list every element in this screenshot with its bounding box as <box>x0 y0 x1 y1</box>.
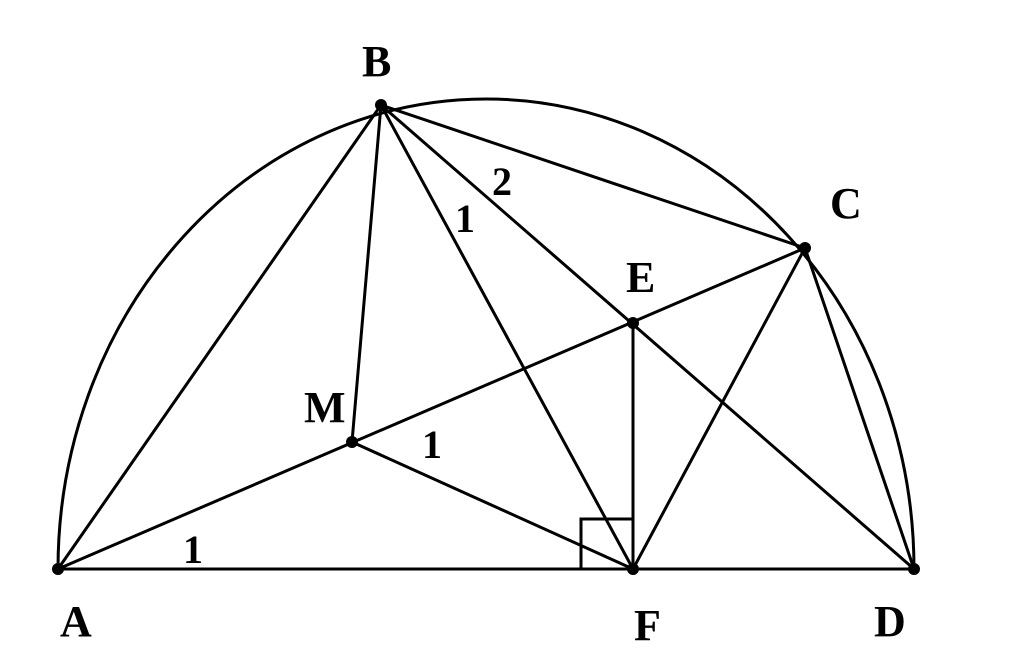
segment-AC <box>56 246 807 571</box>
label-C: C <box>830 179 862 228</box>
point-M <box>346 436 358 448</box>
angle-label-A: 1 <box>183 527 203 572</box>
point-C <box>799 242 811 254</box>
segment-AB <box>56 103 383 571</box>
point-F <box>627 563 639 575</box>
segment-MF <box>350 440 635 571</box>
label-D: D <box>874 597 906 646</box>
label-M: M <box>304 383 346 432</box>
point-E <box>627 317 639 329</box>
segment-CD <box>803 246 916 571</box>
label-F: F <box>634 601 661 650</box>
angle-label-M: 1 <box>422 422 442 467</box>
segment-BF <box>379 103 635 571</box>
point-B <box>375 99 387 111</box>
label-B: B <box>362 37 391 86</box>
segment-CF <box>631 246 807 571</box>
right-angle-marker <box>579 517 635 571</box>
segment-BM <box>350 103 383 444</box>
label-E: E <box>626 253 655 302</box>
point-D <box>908 563 920 575</box>
label-A: A <box>60 597 92 646</box>
angle-label-B-2: 2 <box>492 159 512 204</box>
point-A <box>52 563 64 575</box>
segment-BC <box>379 103 807 250</box>
angle-label-B-1: 1 <box>455 196 475 241</box>
semicircle-arc <box>56 97 916 571</box>
segment-BD <box>379 103 916 571</box>
